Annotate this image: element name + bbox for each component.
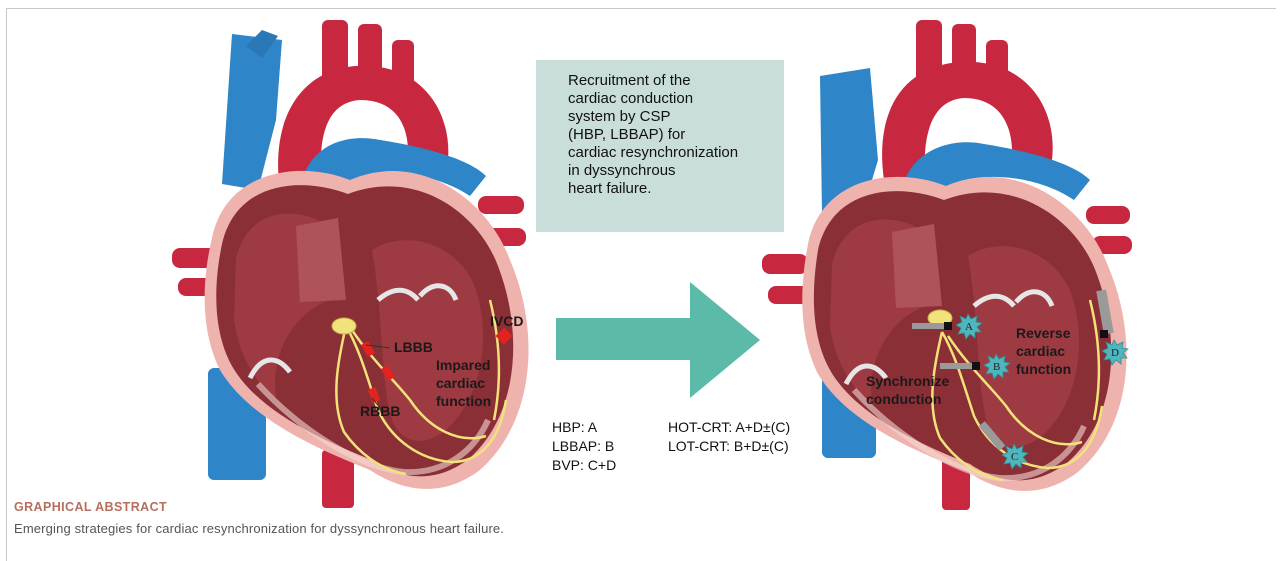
- reverse-label-line2: cardiac: [1016, 343, 1065, 359]
- reverse-label-line3: function: [1016, 361, 1071, 377]
- textbox-line: cardiac conduction: [568, 90, 774, 108]
- left-heart-illustration: LBBB RBBB IVCD Impared cardiac function: [172, 20, 529, 508]
- lbbb-label: LBBB: [394, 339, 433, 355]
- reverse-label-line1: Reverse: [1016, 325, 1071, 341]
- textbox-line: Recruitment of the: [568, 72, 774, 90]
- pacing-site-d-label: D: [1111, 347, 1119, 359]
- legend-item: LOT-CRT: B+D±(C): [668, 437, 790, 456]
- pacing-site-c-label: C: [1011, 451, 1018, 463]
- legend-item: BVP: C+D: [552, 456, 616, 475]
- aortic-root: [296, 218, 346, 302]
- caption-title: GRAPHICAL ABSTRACT: [14, 500, 167, 514]
- legend-item: HBP: A: [552, 418, 616, 437]
- caption-text: Emerging strategies for cardiac resynchr…: [14, 521, 504, 536]
- rbbb-label: RBBB: [360, 403, 400, 419]
- textbox-line: (HBP, LBBAP) for: [568, 126, 774, 144]
- legend-item: LBBAP: B: [552, 437, 616, 456]
- legend-crt-modes: HOT-CRT: A+D±(C) LOT-CRT: B+D±(C): [668, 418, 790, 456]
- impaired-label-line3: function: [436, 393, 491, 409]
- textbox-line: heart failure.: [568, 180, 774, 198]
- synchronize-label-line2: conduction: [866, 391, 941, 407]
- impaired-label-line1: Impared: [436, 357, 490, 373]
- textbox-line: cardiac resynchronization: [568, 144, 774, 162]
- pacing-site-a-label: A: [965, 321, 973, 333]
- superior-vena-cava: [222, 34, 282, 190]
- recruitment-textbox: Recruitment of the cardiac conduction sy…: [536, 60, 784, 232]
- textbox-line: in dyssynchrous: [568, 162, 774, 180]
- impaired-label-line2: cardiac: [436, 375, 485, 391]
- legend-item: HOT-CRT: A+D±(C): [668, 418, 790, 437]
- ivcd-label: IVCD: [490, 313, 523, 329]
- right-heart-illustration: A B C D Synchronize conduction Reverse c…: [762, 20, 1132, 510]
- av-node: [332, 318, 356, 334]
- textbox-line: system by CSP: [568, 108, 774, 126]
- transition-arrow: [556, 282, 760, 398]
- aortic-root: [892, 224, 942, 308]
- pacing-site-b-label: B: [993, 361, 1000, 373]
- synchronize-label-line1: Synchronize: [866, 373, 949, 389]
- legend-pacing-sites: HBP: A LBBAP: B BVP: C+D: [552, 418, 616, 475]
